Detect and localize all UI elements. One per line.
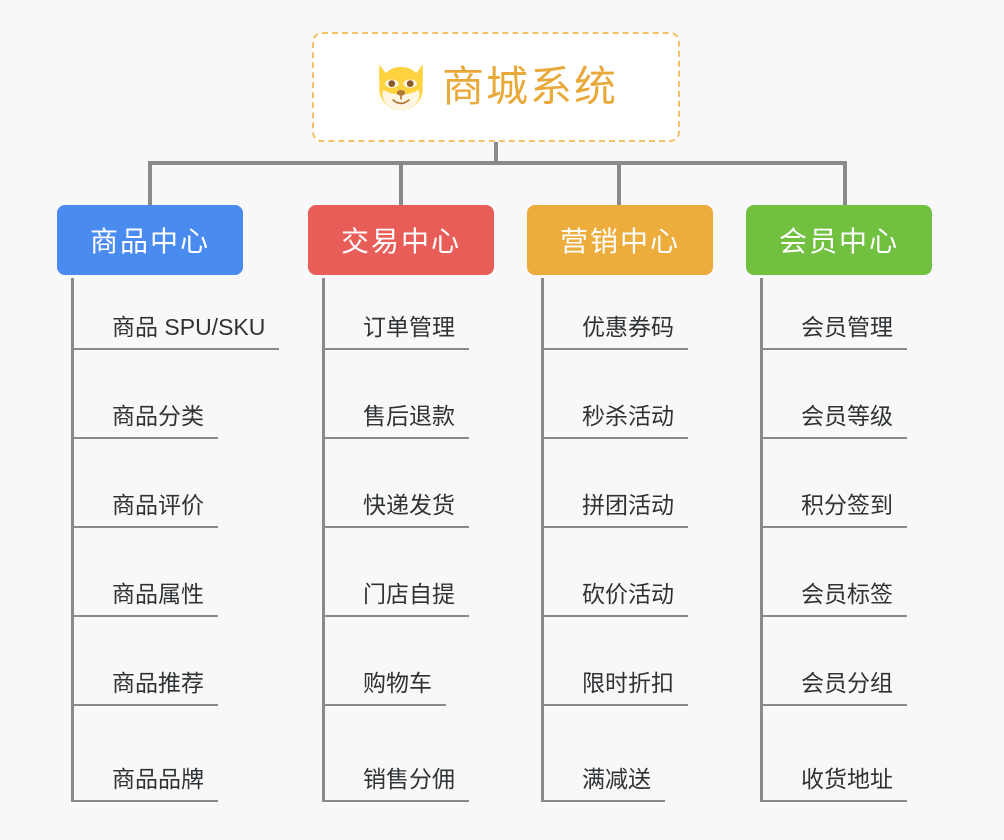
leaf-label: 商品品牌	[74, 765, 218, 802]
root-title: 商城系统	[441, 63, 618, 110]
leaf-item[interactable]: 积分签到	[763, 439, 907, 528]
leaf-item[interactable]: 会员管理	[763, 278, 907, 350]
leaf-label: 秒杀活动	[544, 402, 688, 439]
leaf-label: 商品属性	[74, 580, 218, 617]
leaf-label: 订单管理	[325, 313, 469, 350]
connector-drop-1	[148, 161, 152, 205]
leaf-item[interactable]: 商品属性	[74, 528, 218, 617]
leaf-label: 商品分类	[74, 402, 218, 439]
leaf-item[interactable]: 售后退款	[325, 350, 469, 439]
leaf-label: 收货地址	[763, 765, 907, 802]
leaf-label: 砍价活动	[544, 580, 688, 617]
leaf-item[interactable]: 会员标签	[763, 528, 907, 617]
category-box-product-center[interactable]: 商品中心	[57, 205, 243, 275]
leaf-item[interactable]: 快递发货	[325, 439, 469, 528]
leaf-label: 售后退款	[325, 402, 469, 439]
leaf-label: 门店自提	[325, 580, 469, 617]
leaf-label: 会员等级	[763, 402, 907, 439]
leaf-label: 会员管理	[763, 313, 907, 350]
connector-root-stem	[494, 142, 498, 165]
branch-trunk	[322, 278, 325, 802]
leaf-item[interactable]: 商品品牌	[74, 706, 218, 802]
leaf-label: 限时折扣	[544, 669, 688, 706]
leaf-label: 商品评价	[74, 491, 218, 528]
leaf-label: 拼团活动	[544, 491, 688, 528]
leaf-label: 购物车	[325, 669, 446, 706]
leaf-label: 满减送	[544, 765, 665, 802]
shiba-dog-face-icon	[379, 64, 423, 113]
leaf-item[interactable]: 限时折扣	[544, 617, 688, 706]
category-box-trade-center[interactable]: 交易中心	[308, 205, 494, 275]
category-label: 交易中心	[340, 226, 461, 257]
leaf-item[interactable]: 订单管理	[325, 278, 469, 350]
leaf-item[interactable]: 商品分类	[74, 350, 218, 439]
leaf-label: 商品推荐	[74, 669, 218, 706]
leaf-item[interactable]: 拼团活动	[544, 439, 688, 528]
leaf-item[interactable]: 门店自提	[325, 528, 469, 617]
connector-drop-3	[617, 161, 621, 205]
leaf-item[interactable]: 销售分佣	[325, 706, 469, 802]
leaf-item[interactable]: 优惠券码	[544, 278, 688, 350]
leaf-item[interactable]: 砍价活动	[544, 528, 688, 617]
leaf-item[interactable]: 购物车	[325, 617, 446, 706]
category-box-marketing-center[interactable]: 营销中心	[527, 205, 713, 275]
branch-trunk	[541, 278, 544, 802]
branch-trunk	[760, 278, 763, 802]
leaf-item[interactable]: 商品评价	[74, 439, 218, 528]
leaf-item[interactable]: 会员分组	[763, 617, 907, 706]
leaf-item[interactable]: 满减送	[544, 706, 665, 802]
connector-drop-4	[843, 161, 847, 205]
leaf-item[interactable]: 商品 SPU/SKU	[74, 278, 280, 350]
category-box-member-center[interactable]: 会员中心	[746, 205, 932, 275]
leaf-label: 会员标签	[763, 580, 907, 617]
leaf-item[interactable]: 秒杀活动	[544, 350, 688, 439]
leaf-label: 销售分佣	[325, 765, 469, 802]
connector-bus	[148, 161, 847, 165]
connector-drop-2	[399, 161, 403, 205]
leaf-label: 积分签到	[763, 491, 907, 528]
leaf-label: 会员分组	[763, 669, 907, 706]
category-label: 会员中心	[778, 226, 899, 257]
category-label: 营销中心	[559, 226, 680, 257]
leaf-label: 商品 SPU/SKU	[74, 313, 280, 350]
leaf-item[interactable]: 商品推荐	[74, 617, 218, 706]
root-node-shop-system[interactable]: 商城系统	[312, 32, 680, 142]
leaf-item[interactable]: 收货地址	[763, 706, 907, 802]
category-label: 商品中心	[89, 226, 210, 257]
leaf-item[interactable]: 会员等级	[763, 350, 907, 439]
branch-trunk	[71, 278, 74, 802]
leaf-label: 优惠券码	[544, 313, 688, 350]
leaf-label: 快递发货	[325, 491, 469, 528]
